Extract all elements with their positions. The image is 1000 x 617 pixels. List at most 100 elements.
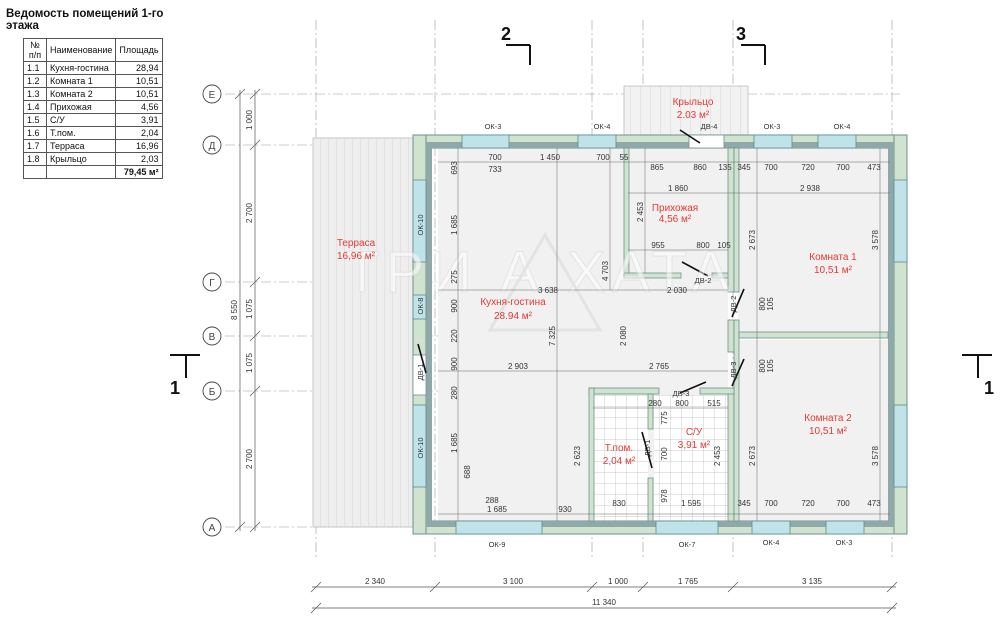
axis-bubbles: Е Д Г В Б А <box>202 84 222 537</box>
section-3-label: 3 <box>736 24 746 44</box>
dim-top-1450: 1 450 <box>540 153 561 162</box>
dim-top-700d: 700 <box>836 163 850 172</box>
room-schedule: Ведомость помещений 1-го этажа № п/п Наи… <box>6 8 196 179</box>
tech-area: 2,04 м² <box>603 456 636 467</box>
label-bottom-ok4: ОК-4 <box>763 538 780 547</box>
dim-2938: 2 938 <box>800 184 821 193</box>
doors <box>412 129 745 469</box>
window-bottom-ok4 <box>751 520 791 535</box>
window-bottom-ok3 <box>825 520 865 535</box>
dim-bottom-930: 930 <box>558 505 572 514</box>
dim-3578a: 3 578 <box>871 229 880 250</box>
bath-floor <box>654 395 728 521</box>
room2-name: Комната 2 <box>804 413 852 424</box>
schedule-header-number: № п/п <box>23 38 47 62</box>
dim-1685a: 1 685 <box>450 214 459 235</box>
front-door-opening <box>688 134 725 149</box>
window-top-ok4b <box>817 134 857 149</box>
window-left-ok8 <box>412 294 427 320</box>
dim-bottom-830: 830 <box>612 499 626 508</box>
dim-693: 693 <box>450 161 459 175</box>
dim-280a: 280 <box>450 386 459 400</box>
left-dim-1000: 1 000 <box>245 109 254 130</box>
label-bottom-ok9: ОК-9 <box>489 540 506 549</box>
dim-bottom-1595: 1 595 <box>681 499 702 508</box>
dim-2673a: 2 673 <box>748 229 757 250</box>
dimension-texts: 700 1 450 700 55 865 860 135 345 700 720… <box>450 153 881 514</box>
schedule-total: 79,45 м² <box>115 165 163 179</box>
dim-2453b: 2 453 <box>713 445 722 466</box>
dim-688: 688 <box>463 465 472 479</box>
label-left-ok8: ОК-8 <box>416 298 425 315</box>
label-bottom-ok7: ОК-7 <box>679 540 696 549</box>
dim-733: 733 <box>488 165 502 174</box>
terrace-door-opening <box>412 354 427 396</box>
axis-label-g: Г <box>209 278 215 289</box>
dim-955: 955 <box>651 241 665 250</box>
dim-220: 220 <box>450 329 459 343</box>
room1-floor <box>738 148 890 332</box>
dim-bottom-700b: 700 <box>836 499 850 508</box>
bottom-dim-total: 11 340 <box>592 598 616 607</box>
dim-top-865: 865 <box>650 163 664 172</box>
label-inner-dv1: ДВ-1 <box>643 440 652 457</box>
label-bottom-ok3: ОК-3 <box>836 538 853 547</box>
dim-900a: 900 <box>450 299 459 313</box>
bottom-dim-1765: 1 765 <box>678 577 699 586</box>
dim-top-473: 473 <box>867 163 881 172</box>
dim-top-720: 720 <box>801 163 815 172</box>
window-top-ok3b <box>753 134 793 149</box>
tech-name: Т.пом. <box>605 443 633 454</box>
label-top-ok3: ОК-3 <box>485 122 502 131</box>
dim-775: 775 <box>660 411 669 425</box>
window-bottom-ok9 <box>455 520 543 535</box>
dim-top-700a: 700 <box>488 153 502 162</box>
dim-3578b: 3 578 <box>871 445 880 466</box>
dim-2673b: 2 673 <box>748 445 757 466</box>
label-inner-dv2a: ДВ-2 <box>695 276 712 285</box>
hall-floor <box>628 148 728 276</box>
terrace-deck <box>312 137 417 528</box>
section-2-label: 2 <box>501 24 511 44</box>
porch-area: 2.03 м² <box>677 110 710 121</box>
dim-top-55: 55 <box>620 153 629 162</box>
section-1-left-label: 1 <box>170 378 180 398</box>
interior-walls <box>588 147 889 522</box>
hall-area: 4,56 м² <box>659 214 692 225</box>
left-dim-1075a: 1 075 <box>245 298 254 319</box>
window-right-1 <box>893 179 908 263</box>
axis-label-b: Б <box>209 387 216 398</box>
dim-bottom-720: 720 <box>801 499 815 508</box>
section-markers <box>170 44 992 378</box>
label-inner-dv3a: ДВ-3 <box>729 362 738 379</box>
dim-top-860: 860 <box>693 163 707 172</box>
left-dimension-chain <box>234 88 261 533</box>
window-bottom-ok7 <box>655 520 719 535</box>
bath-area: 3,91 м² <box>678 440 711 451</box>
dim-288: 288 <box>485 496 499 505</box>
dim-2765: 2 765 <box>649 362 670 371</box>
label-top-ok4: ОК-4 <box>594 122 611 131</box>
dim-2080: 2 080 <box>619 325 628 346</box>
label-left-dv1: ДВ-1 <box>416 364 425 381</box>
room1-name: Комната 1 <box>809 252 857 263</box>
watermark: ТРИ А ХАТА <box>344 232 730 332</box>
windows <box>412 134 908 535</box>
dim-top-700c: 700 <box>764 163 778 172</box>
axis-label-v: В <box>209 332 216 343</box>
label-left-ok10: ОК-10 <box>416 214 425 235</box>
label-top-dv4: ДВ-4 <box>701 122 718 131</box>
dim-1860: 1 860 <box>668 184 689 193</box>
dim-800a: 800 <box>696 241 710 250</box>
axis-label-d: Д <box>209 141 216 152</box>
schedule-header-name: Наименование <box>45 38 117 62</box>
schedule-title: Ведомость помещений 1-го этажа <box>6 8 164 32</box>
terrace-name: Терраса <box>337 238 376 249</box>
window-top-ok4 <box>577 134 617 149</box>
